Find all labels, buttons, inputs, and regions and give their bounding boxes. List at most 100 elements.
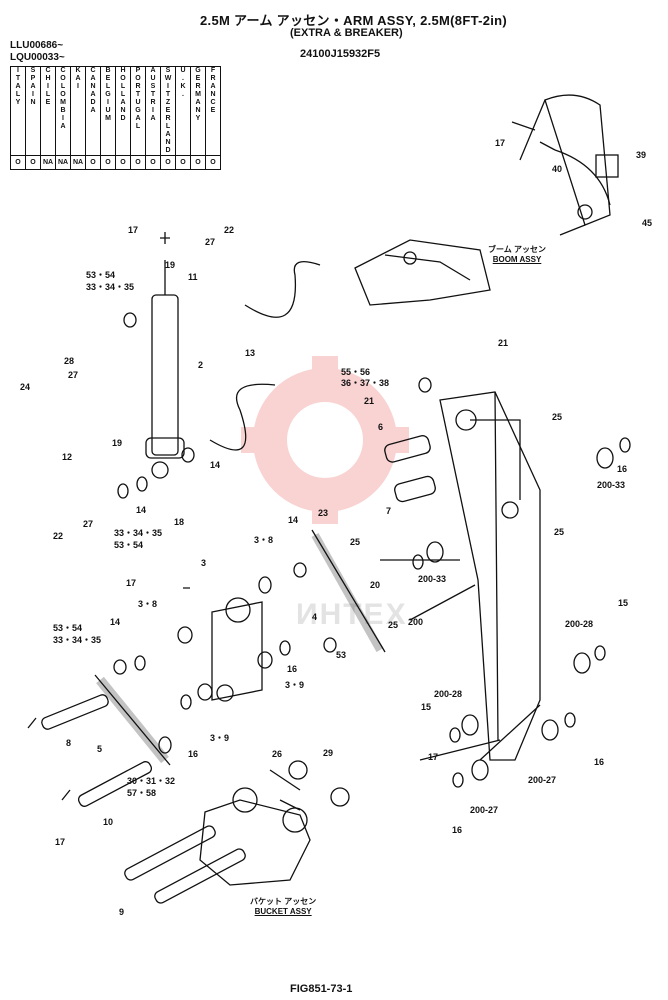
callout-label: 21 — [364, 396, 374, 406]
callout-label: 28 — [64, 356, 74, 366]
callout-label: 22 — [224, 225, 234, 235]
callout-label: 3・8 — [254, 535, 273, 545]
bucket-assy-label: バケット アッセン BUCKET ASSY — [250, 896, 316, 916]
callout-label: 33・34・35 — [86, 282, 134, 292]
callout-label: 25 — [552, 412, 562, 422]
callout-label: 18 — [174, 517, 184, 527]
callout-label: 26 — [272, 749, 282, 759]
callout-label: 22 — [53, 531, 63, 541]
callout-label: 24 — [20, 382, 30, 392]
callout-label: 45 — [642, 218, 652, 228]
callout-label: 17 — [126, 578, 136, 588]
leader-lines — [380, 559, 541, 761]
serial-range-2: LQU00033~ — [10, 52, 65, 63]
boom-inset-drawing — [511, 94, 619, 236]
callout-label: 4 — [312, 612, 317, 622]
country-mark: O — [190, 155, 206, 170]
callout-label: 200-27 — [470, 805, 498, 815]
callout-label: 16 — [188, 749, 198, 759]
watermark-gear-icon — [241, 356, 409, 524]
callout-label: 25 — [388, 620, 398, 630]
callout-label: 17 — [55, 837, 65, 847]
callout-label: 10 — [103, 817, 113, 827]
callout-label: 25 — [554, 527, 564, 537]
callout-label: 17 — [128, 225, 138, 235]
callout-label: 39 — [636, 150, 646, 160]
country-mark: O — [160, 155, 176, 170]
callout-label: 3 — [201, 558, 206, 568]
callout-label: 33・34・35 — [53, 635, 101, 645]
page-title: 2.5M アーム アッセン・ARM ASSY, 2.5M(8FT-2in) — [200, 13, 508, 28]
callout-label: 15 — [618, 598, 628, 608]
callout-label: 53 — [336, 650, 346, 660]
callout-label: 3・8 — [138, 599, 157, 609]
callout-label: 33・34・35 — [114, 528, 162, 538]
callout-label: 14 — [110, 617, 120, 627]
bracket-3 — [211, 597, 263, 702]
callout-label: 17 — [495, 138, 505, 148]
callout-label: 53・54 — [114, 540, 143, 550]
boom-assy-en: BOOM ASSY — [492, 255, 542, 264]
callout-label: 15 — [421, 702, 431, 712]
callout-label: 11 — [188, 272, 198, 282]
callout-label: 6 — [378, 422, 383, 432]
callout-label: 200 — [408, 617, 423, 627]
callout-label: 40 — [552, 164, 562, 174]
callout-label: 5 — [97, 744, 102, 754]
callout-label: 7 — [386, 506, 391, 516]
callout-label: 16 — [617, 464, 627, 474]
boom-assy-drawing — [354, 239, 491, 306]
callout-label: 55・56 — [341, 367, 370, 377]
watermark: ИНТЕХ — [296, 598, 408, 631]
arm-cylinder — [145, 260, 185, 479]
callout-label: 13 — [245, 348, 255, 358]
callout-label: 19 — [165, 260, 175, 270]
callout-label: 21 — [498, 338, 508, 348]
pins — [41, 435, 436, 904]
country-mark: O — [145, 155, 161, 170]
callout-label: 8 — [66, 738, 71, 748]
callout-label: 16 — [452, 825, 462, 835]
callout-label: 19 — [112, 438, 122, 448]
callout-label: 200-28 — [434, 689, 462, 699]
bucket-assy-jp: バケット アッセン — [250, 897, 317, 906]
link-4-outline — [311, 529, 386, 653]
callout-label: 14 — [136, 505, 146, 515]
callout-label: 9 — [119, 907, 124, 917]
figure-id: FIG851-73-1 — [290, 983, 353, 995]
bushings-and-washers — [113, 312, 631, 807]
callout-label: 200-28 — [565, 619, 593, 629]
callout-label: 27 — [205, 237, 215, 247]
callout-label: 27 — [83, 519, 93, 529]
callout-label: 16 — [594, 757, 604, 767]
grease-fittings — [27, 232, 190, 801]
callout-label: 57・58 — [127, 788, 156, 798]
boom-assy-label: ブーム アッセン BOOM ASSY — [488, 244, 546, 264]
callout-labels: 1740394517272253・5433・34・351911132827242… — [20, 138, 652, 917]
callout-label: 23 — [318, 508, 328, 518]
callout-label: 3・9 — [210, 733, 229, 743]
callout-label: 17 — [428, 752, 438, 762]
hydraulic-hose — [209, 261, 321, 451]
boom-assy-jp: ブーム アッセン — [488, 245, 546, 254]
callout-label: 36・37・38 — [341, 378, 389, 388]
callout-label: 25 — [350, 537, 360, 547]
callout-label: 14 — [288, 515, 298, 525]
link-5-outline — [94, 674, 171, 766]
callout-label: 53・54 — [86, 270, 115, 280]
callout-label: 29 — [323, 748, 333, 758]
callout-label: 200-33 — [597, 480, 625, 490]
callout-label: 27 — [68, 370, 78, 380]
callout-label: 200-27 — [528, 775, 556, 785]
callout-label: 20 — [370, 580, 380, 590]
serial-range-1: LLU00686~ — [10, 40, 64, 51]
callout-label: 14 — [210, 460, 220, 470]
country-mark: NA — [70, 155, 86, 170]
arm-body — [439, 391, 541, 761]
callout-label: 53・54 — [53, 623, 82, 633]
callout-label: 200-33 — [418, 574, 446, 584]
bucket-assy-drawing — [199, 769, 311, 886]
